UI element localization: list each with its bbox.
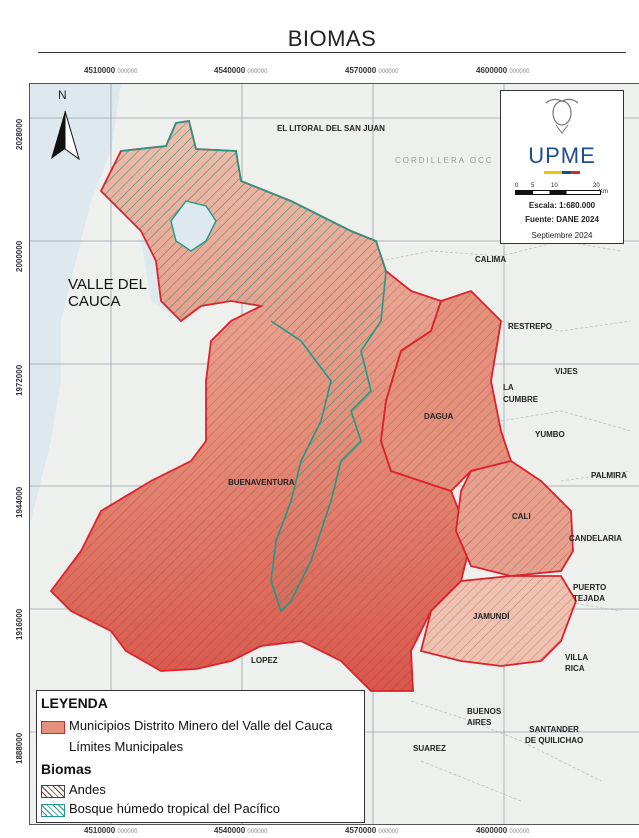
sea-area: [30, 84, 121, 521]
x-tick-bottom: 4570000 000000: [345, 826, 399, 835]
scale-bar: 0 5 10 20 Km: [515, 183, 608, 195]
label-candelaria: CANDELARIA: [569, 534, 622, 543]
label-dagua: DAGUA: [424, 412, 454, 421]
bosque-humedo-region: [101, 121, 386, 611]
label-jamundi: JAMUNDÍ: [473, 612, 510, 621]
legend-title: LEYENDA: [41, 695, 108, 711]
label-cali: CALI: [512, 512, 531, 521]
legend-item-andes: Andes: [69, 782, 106, 797]
x-tick-bottom: 4600000 000000: [476, 826, 530, 835]
andes-hatch-east: [381, 291, 576, 666]
source-text: Fuente: DANE 2024: [525, 215, 599, 224]
label-yumbo: YUMBO: [535, 430, 565, 439]
municipal-limits: [380, 240, 632, 802]
map-canvas[interactable]: [29, 83, 639, 825]
label-santander: SANTANDER DE QUILICHAO: [525, 725, 584, 745]
label-puerto-tejada: PUERTO TEJADA: [573, 583, 607, 603]
flag-bar: [544, 171, 580, 174]
legend-biomas-title: Biomas: [41, 761, 92, 777]
label-buenos-aires: BUENOS AIRES: [467, 707, 502, 727]
x-tick-top: 4540000 000000: [214, 66, 268, 75]
x-tick-bottom: 4540000 000000: [214, 826, 268, 835]
map-title: BIOMAS: [287, 26, 377, 51]
y-tick: 2028000: [15, 118, 24, 150]
label-lopez: LOPEZ: [251, 656, 278, 665]
y-tick: 1888000: [15, 732, 24, 764]
legend-swatch-municipio: [41, 721, 65, 734]
label-vijes: VIJES: [555, 367, 578, 376]
label-palmira: PALMIRA: [591, 471, 627, 480]
label-suarez: SUAREZ: [413, 744, 446, 753]
legend-swatch-andes: [41, 785, 65, 798]
label-buenaventura: BUENAVENTURA: [228, 478, 295, 487]
date-text: Septiembre 2024: [531, 231, 593, 240]
logo-box: UPME 0 5 10 20 Km Escala: 1:680.000 Fuen…: [500, 90, 624, 244]
x-tick-bottom: 4510000 000000: [84, 826, 138, 835]
legend-item-bosque: Bosque húmedo tropical del Pacífico: [69, 801, 281, 816]
upme-logo: UPME: [528, 143, 596, 168]
legend-swatch-bosque: [41, 804, 65, 817]
label-la-cumbre: LA CUMBRE: [503, 383, 539, 404]
y-tick: 1944000: [15, 486, 24, 518]
label-valle: VALLE DEL CAUCA: [68, 276, 147, 310]
legend-item-municipio: Municipios Distrito Minero del Valle del…: [69, 718, 333, 733]
label-restrepo: RESTREPO: [508, 322, 553, 331]
coat-of-arms-icon: [545, 98, 579, 134]
scale-text: Escala: 1:680.000: [528, 201, 596, 210]
label-cordillera: CORDILLERA OCC: [395, 156, 494, 165]
x-tick-top: 4510000 000000: [84, 66, 138, 75]
label-villa-rica: VILLA RICA: [565, 653, 589, 673]
north-arrow-icon: [51, 110, 80, 161]
legend-box: LEYENDA Municipios Distrito Minero del V…: [36, 690, 365, 823]
x-tick-top: 4600000 000000: [476, 66, 530, 75]
y-tick: 1916000: [15, 608, 24, 640]
north-label: N: [58, 88, 67, 102]
bosque-border: [120, 120, 387, 613]
legend-item-limites: Límites Municipales: [69, 739, 184, 754]
title-bar: BIOMAS: [38, 26, 626, 53]
label-litoral: EL LITORAL DEL SAN JUAN: [277, 124, 385, 133]
bay-inlet: [170, 200, 217, 252]
map-svg: [30, 84, 639, 824]
label-calima: CALIMA: [475, 255, 507, 264]
x-tick-top: 4570000 000000: [345, 66, 399, 75]
y-tick: 1972000: [15, 364, 24, 396]
y-tick: 2000000: [15, 240, 24, 272]
